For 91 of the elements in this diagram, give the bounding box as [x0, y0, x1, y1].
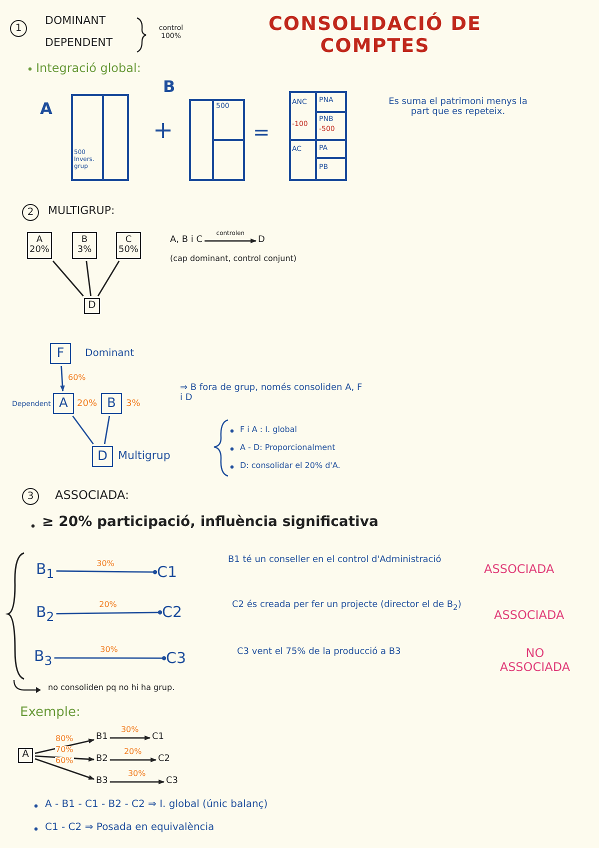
entity-box [27, 232, 52, 259]
entity-box [18, 748, 33, 763]
box-label: F [56, 346, 64, 360]
entity-box [92, 446, 113, 467]
arrow [110, 780, 165, 784]
edge-label: 30% [99, 646, 119, 654]
edge-label: 70% [54, 746, 74, 754]
section-heading: Exemple: [20, 706, 80, 721]
side-label: 20% [77, 399, 98, 410]
plus-sign: + [153, 117, 174, 145]
entity-box [116, 232, 141, 259]
connector-line [52, 260, 84, 296]
note-text: ⇒ B fora de grup, només consoliden A, F i D [180, 383, 364, 404]
edge-label: 20% [122, 748, 143, 756]
status-text: NO ASSOCIADA [498, 647, 572, 675]
node-label: C3 [166, 650, 186, 666]
node-label: B$_{2}$ [36, 604, 54, 624]
box-label: 50% [118, 246, 138, 255]
node-label: B1 [96, 733, 108, 743]
entity-box [101, 393, 122, 414]
note-text: Es suma el patrimoni menys la part que es repeteix. [388, 97, 528, 118]
step-number: 3 [22, 488, 39, 505]
connector-line [104, 416, 110, 444]
note-text: C1 - C2 ⇒ Posada en equivalència [45, 822, 214, 834]
arrow [60, 366, 65, 392]
box-label: C [125, 236, 132, 246]
step-number: 1 [10, 20, 27, 37]
status-text: ASSOCIADA [484, 563, 554, 577]
entity-box [50, 343, 71, 364]
box-label: 3% [77, 246, 92, 255]
company-letter: B [163, 78, 176, 96]
arrow [204, 238, 257, 244]
entity-box [53, 393, 74, 414]
arrow [34, 758, 95, 780]
arrow [110, 758, 157, 762]
section-heading: Integració global: [36, 62, 141, 76]
edge-label: 80% [54, 734, 74, 743]
step-number: 2 [22, 204, 39, 221]
edge-label: 30% [126, 770, 147, 778]
note-text: ≥ 20% participació, influència significativa [42, 514, 378, 530]
connector-line [97, 260, 120, 296]
box-label: 20% [29, 246, 50, 255]
section-heading: ASSOCIADA: [55, 489, 130, 503]
company-letter: A [40, 100, 52, 118]
box-label: B [107, 396, 116, 410]
node-label: D [258, 236, 265, 246]
title: CONSOLIDACIÓ DE COMPTES [267, 14, 482, 58]
note-text: no consoliden pq no hi ha grup. [48, 683, 175, 692]
note-text: A - B1 - C1 - B2 - C2 ⇒ I. global (únic balanç) [45, 799, 268, 810]
equals-sign: = [253, 121, 270, 144]
edge-label: 60% [54, 756, 74, 765]
node-label: C1 [157, 564, 178, 580]
box-label: A [22, 750, 29, 761]
node-label: C1 [152, 733, 164, 743]
connector-line [72, 416, 94, 444]
status-text: ASSOCIADA [494, 609, 564, 623]
box-label: D [88, 300, 96, 312]
arrow [110, 736, 151, 740]
node-label: B$_{3}$ [34, 648, 52, 668]
side-label: Dominant [85, 348, 134, 360]
side-label: 3% [126, 399, 140, 410]
box-label: A [36, 236, 43, 246]
arrow [34, 738, 95, 754]
node-label: B2 [96, 755, 108, 765]
edge-label: 20% [98, 601, 118, 610]
node-label: C3 [166, 777, 178, 787]
node-label: C2 [158, 755, 170, 765]
box-label: D [97, 450, 108, 464]
connector-line [86, 260, 92, 296]
note-text: A - D: Proporcionalment [240, 443, 336, 452]
node-label: B3 [96, 777, 108, 787]
section-heading: MULTIGRUP: [48, 205, 115, 218]
entity-box [84, 298, 100, 314]
note-text: (cap dominant, control conjunt) [170, 254, 297, 264]
term: DEPENDENT [45, 37, 113, 50]
entity-box [72, 232, 97, 259]
edge-label: 60% [67, 374, 87, 382]
note-text: D: consolidar el 20% d'A. [240, 461, 340, 470]
node-label: C2 [162, 604, 182, 620]
edge-label: 30% [96, 560, 116, 568]
note-text: C2 és creada per fer un projecte (director el de B$_{2}$) [232, 600, 462, 612]
node-label: A, B i C [170, 236, 203, 246]
edge-label: 30% [120, 726, 140, 734]
note-text: C3 vent el 75% de la producció a B3 [237, 647, 402, 658]
note-text: B1 té un conseller en el control d'Administració [228, 555, 442, 566]
box-label: B [81, 236, 88, 246]
box-label: A [59, 396, 68, 410]
side-label: Multigrup [118, 450, 170, 463]
note-text: F i A : I. global [240, 425, 298, 434]
term: DOMINANT [45, 15, 106, 28]
node-label: B$_{1}$ [36, 561, 54, 581]
